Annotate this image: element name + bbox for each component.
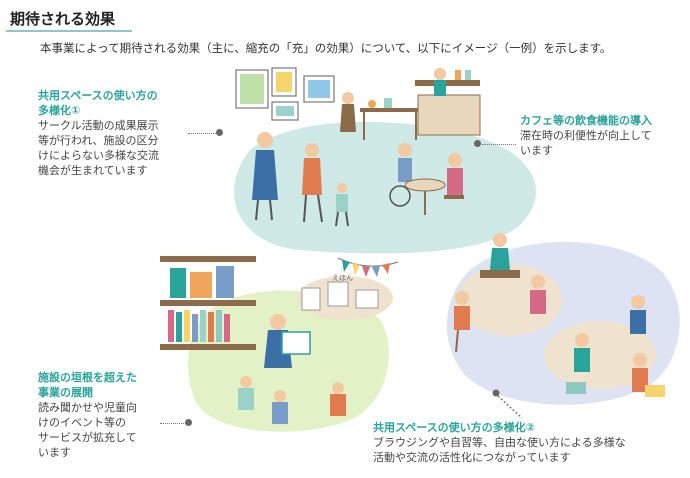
leader-dot — [216, 129, 223, 136]
caption-body-line: けによらない多様な交流 — [38, 149, 159, 162]
people-top — [252, 92, 356, 227]
caption-body-line: 読み聞かせや児童向 — [38, 401, 137, 414]
caption-shared-space-2: 共用スペースの使い方の多様化② ブラウジングや自習等、自由な使い方による多様な … — [373, 420, 685, 465]
gallery-frames — [235, 67, 335, 121]
bookshelf — [160, 256, 256, 350]
book-label: えほん — [332, 274, 353, 282]
caption-body-line: 滞在時の利便性が向上して — [520, 129, 652, 142]
caption-shared-space-1: 共用スペースの使い方の 多様化① サークル活動の成果展示 等が行われ、施設の区分… — [38, 88, 188, 178]
caption-body-line: サービスが拡充して — [38, 431, 137, 444]
caption-body-line: ブラウジングや自習等、自由な使い方による多様な — [373, 436, 626, 449]
title-underline — [6, 30, 132, 32]
caption-heading: カフェ等の飲食機能の導入 — [520, 114, 652, 127]
intro-text: 本事業によって期待される効果（主に、縮充の「充」の効果）について、以下にイメージ… — [40, 41, 612, 55]
display-table — [360, 98, 420, 140]
caption-body-line: 等が行われ、施設の区分 — [38, 134, 159, 147]
leader-line — [188, 133, 218, 134]
cafe-counter — [415, 68, 481, 136]
study-people — [454, 233, 665, 397]
caption-heading: 事業の展開 — [38, 386, 93, 399]
cafe-table-group — [389, 143, 464, 215]
leader-dot — [185, 419, 192, 426]
leader-line-diagonal — [492, 389, 523, 419]
leader-line — [160, 423, 186, 424]
caption-body-line: サークル活動の成果展示 — [38, 119, 159, 132]
caption-body-line: 活動や交流の活性化につながっています — [373, 451, 571, 464]
caption-heading: 共用スペースの使い方の多様化② — [373, 421, 535, 434]
caption-body-line: けのイベント等の — [38, 416, 126, 429]
caption-heading: 施設の垣根を超えた — [38, 371, 137, 384]
leader-dot — [474, 140, 481, 147]
floor-area-2 — [544, 321, 656, 389]
caption-heading: 多様化① — [38, 104, 81, 117]
caption-heading: 共用スペースの使い方の — [38, 89, 158, 102]
leader-line — [482, 144, 516, 145]
caption-body-line: 機会が生まれています — [38, 164, 148, 177]
storytime-people — [238, 314, 346, 424]
caption-cafe: カフェ等の飲食機能の導入 滞在時の利便性が向上して います — [520, 113, 690, 158]
caption-body-line: います — [520, 144, 553, 157]
top-scene-blob — [234, 121, 536, 254]
page-title: 期待される効果 — [10, 10, 116, 28]
caption-body-line: います — [38, 446, 71, 459]
poster-board: えほん — [297, 274, 393, 320]
bunting-flags — [337, 257, 399, 277]
caption-facility: 施設の垣根を超えた 事業の展開 読み聞かせや児童向 けのイベント等の サービスが… — [38, 370, 168, 460]
